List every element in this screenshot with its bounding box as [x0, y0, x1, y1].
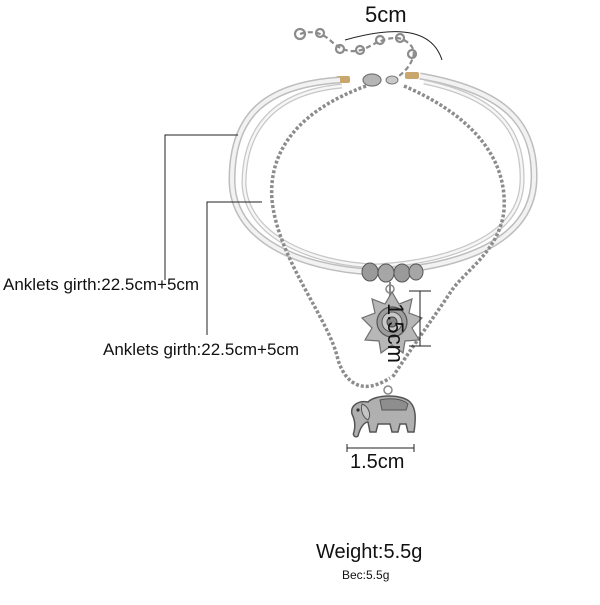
elephant-charm — [350, 385, 416, 438]
lobster-clasp — [362, 73, 399, 87]
dimension-lines — [164, 31, 443, 452]
charm-width-dimension-line — [346, 444, 415, 452]
extender-chain — [293, 27, 418, 79]
silver-chain — [269, 84, 506, 388]
outer-girth-dimension-line — [164, 134, 238, 280]
white-cord — [228, 72, 538, 276]
inner-girth-label: Anklets girth:22.5cm+5cm — [103, 340, 300, 359]
charm-height-label: 1.5cm — [383, 303, 408, 363]
weight-alt-label: Bec:5.5g — [342, 568, 390, 582]
charm-width-label: 1.5cm — [350, 451, 405, 473]
charm-height-dimension-line — [409, 290, 431, 347]
extender-dimension-line — [344, 31, 443, 61]
extender-length-label: 5cm — [365, 2, 407, 27]
silver-beads — [361, 262, 424, 283]
outer-girth-label: Anklets girth:22.5cm+5cm — [3, 275, 200, 294]
cord-end-right — [405, 72, 419, 79]
inner-girth-dimension-line — [206, 201, 262, 335]
weight-label: Weight:5.5g — [316, 541, 423, 563]
sun-charm — [360, 282, 424, 355]
